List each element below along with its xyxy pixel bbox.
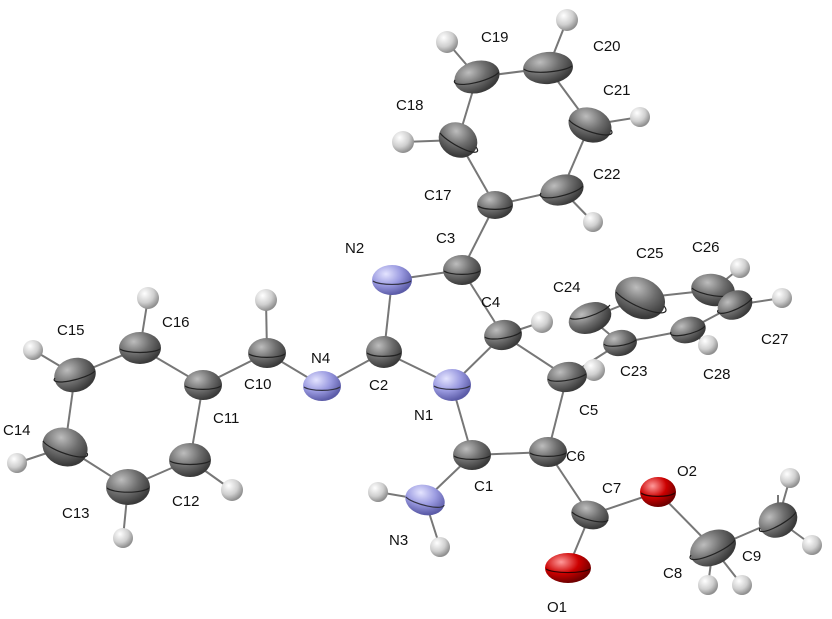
label-c14: C14: [3, 422, 31, 439]
atom-o2: [640, 477, 676, 507]
hydrogen-atom: [137, 287, 159, 309]
label-c28: C28: [703, 366, 731, 383]
atom-c17: [477, 191, 513, 219]
hydrogen-atom: [392, 131, 414, 153]
label-c4: C4: [481, 294, 500, 311]
atom-c9: [758, 502, 798, 538]
label-o1: O1: [547, 599, 567, 616]
hydrogen-atom: [583, 212, 603, 232]
label-n1: N1: [414, 407, 433, 424]
label-n3: N3: [389, 532, 408, 549]
hydrogen-atom: [368, 482, 388, 502]
atom-c4: [484, 319, 522, 351]
label-n4: N4: [311, 350, 330, 367]
hydrogen-atom: [802, 535, 822, 555]
label-c27: C27: [761, 331, 789, 348]
atom-o1: [545, 553, 591, 583]
atom-c20: [523, 51, 573, 85]
atom-layer: [7, 9, 822, 595]
hydrogen-atom: [556, 9, 578, 31]
hydrogen-atom: [730, 258, 750, 278]
atom-c16: [119, 332, 161, 364]
label-c2: C2: [369, 377, 388, 394]
hydrogen-atom: [583, 359, 605, 381]
label-c21: C21: [603, 82, 631, 99]
atom-n2: [372, 265, 412, 295]
atom-c7: [571, 500, 609, 530]
hydrogen-atom: [772, 288, 792, 308]
atom-c10: [248, 338, 286, 368]
atom-c24: [568, 302, 612, 334]
label-c19: C19: [481, 29, 509, 46]
label-o2: O2: [677, 463, 697, 480]
hydrogen-atom: [7, 453, 27, 473]
atom-c23: [603, 329, 637, 357]
hydrogen-atom: [23, 340, 43, 360]
hydrogen-atom: [698, 335, 718, 355]
hydrogen-atom: [436, 31, 458, 53]
hydrogen-atom: [113, 528, 133, 548]
atom-c11: [184, 370, 222, 400]
label-c12: C12: [172, 493, 200, 510]
atom-c28: [669, 316, 706, 344]
atom-c27: [717, 290, 753, 320]
hydrogen-atom: [430, 537, 450, 557]
hydrogen-atom: [630, 107, 650, 127]
hydrogen-atom: [255, 289, 277, 311]
atom-n3: [405, 484, 445, 516]
label-c18: C18: [396, 97, 424, 114]
label-c17: C17: [424, 187, 452, 204]
label-c11: C11: [213, 410, 239, 427]
label-c8: C8: [663, 565, 682, 582]
label-n2: N2: [345, 240, 364, 257]
hydrogen-atom: [531, 311, 553, 333]
hydrogen-atom: [698, 575, 718, 595]
label-c20: C20: [593, 38, 621, 55]
label-c10: C10: [244, 376, 272, 393]
atom-c3: [443, 255, 481, 285]
atom-c21: [568, 107, 613, 143]
label-layer: C1 C2 C3 C4 C5 C6 C7 C8 C9 C10 C11 C12 C…: [3, 29, 789, 616]
atom-c12: [169, 443, 211, 477]
atom-c5: [547, 361, 587, 393]
label-c16: C16: [162, 314, 190, 331]
label-c3: C3: [436, 230, 455, 247]
label-c6: C6: [566, 448, 585, 465]
atom-c8: [689, 529, 736, 567]
label-c1: C1: [474, 478, 493, 495]
label-c25: C25: [636, 245, 664, 262]
label-c22: C22: [593, 166, 621, 183]
atom-c1: [453, 440, 491, 470]
atom-c22: [539, 174, 584, 206]
hydrogen-atom: [732, 575, 752, 595]
hydrogen-atom: [221, 479, 243, 501]
label-c26: C26: [692, 239, 720, 256]
hydrogen-atom: [780, 468, 800, 488]
atom-c25: [614, 276, 667, 320]
atom-c6: [529, 437, 567, 467]
label-c5: C5: [579, 402, 598, 419]
label-c15: C15: [57, 322, 85, 339]
label-c24: C24: [553, 279, 581, 296]
atom-c2: [366, 336, 402, 368]
atom-n1: [433, 369, 471, 401]
atom-c13: [106, 469, 150, 505]
atom-n4: [303, 371, 341, 401]
atom-c14: [42, 427, 89, 467]
label-c23: C23: [620, 363, 648, 380]
atom-c18: [438, 122, 479, 158]
atom-c19: [453, 60, 500, 94]
atom-c15: [53, 357, 96, 393]
label-c7: C7: [602, 480, 621, 497]
label-c13: C13: [62, 505, 90, 522]
label-c9: C9: [742, 548, 761, 565]
